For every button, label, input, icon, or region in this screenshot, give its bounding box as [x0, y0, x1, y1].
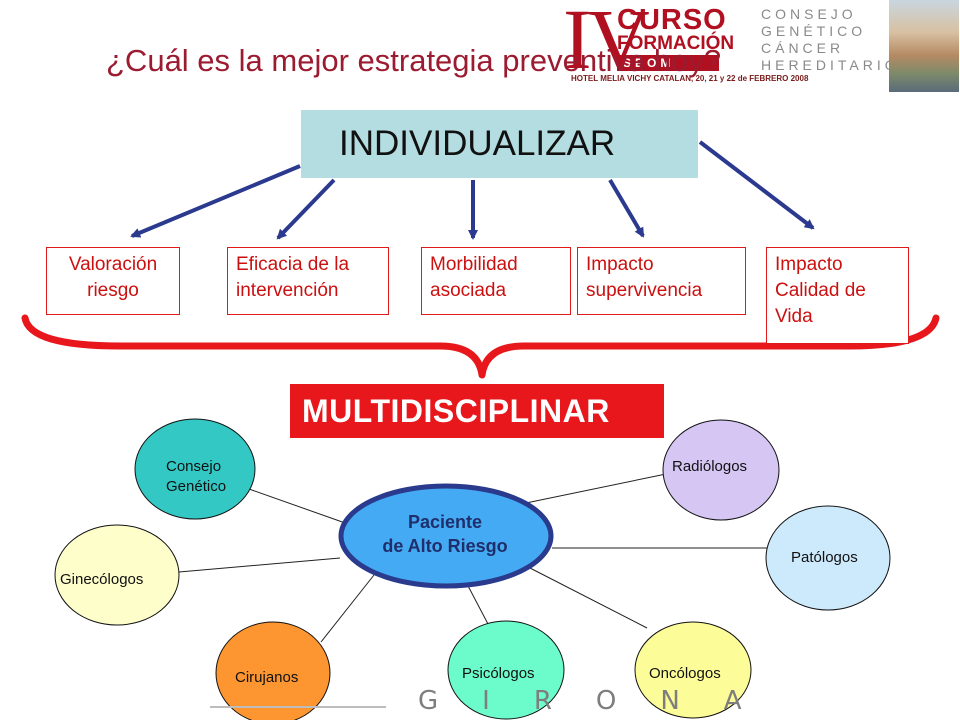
logo-line-curso: CURSO	[617, 4, 727, 36]
link-consejo	[248, 488, 349, 525]
label-psicologos: Psicólogos	[462, 665, 535, 682]
outcome-valoracion-riesgo: Valoración riesgo	[46, 247, 180, 315]
outcome-line: asociada	[430, 280, 507, 301]
outcome-line: riesgo	[87, 280, 139, 301]
link-radiologos	[525, 473, 667, 504]
individualizar-box: INDIVIDUALIZAR	[301, 110, 698, 178]
arrow-to-supervivencia	[608, 178, 645, 238]
ellipse-oncologos	[634, 621, 752, 719]
outcome-line: supervivencia	[586, 280, 703, 301]
label-ginecologos: Ginecólogos	[60, 571, 144, 588]
link-cirujanos	[320, 574, 375, 643]
multidisciplinar-box: MULTIDISCIPLINAR	[290, 384, 664, 438]
ellipse-consejo	[134, 418, 256, 520]
label-line: Genético	[166, 478, 227, 495]
logo-right-line: CONSEJO	[761, 6, 857, 22]
logo-right-line: CÁNCER	[761, 40, 845, 56]
individualizar-label: INDIVIDUALIZAR	[339, 124, 616, 163]
ellipse-cirujanos	[215, 621, 331, 720]
ellipse-psicologos	[447, 620, 565, 720]
arrow-to-valoracion	[130, 164, 301, 238]
arrow-to-eficacia	[276, 178, 336, 240]
ellipse-radiologos	[662, 419, 780, 521]
label-patologos: Patólogos	[791, 549, 858, 566]
outcome-line: Calidad de	[775, 280, 866, 301]
logo-right-line: HEREDITARIO	[761, 57, 900, 73]
outcome-line: intervención	[236, 280, 339, 301]
center-line: de Alto Riesgo	[382, 536, 508, 556]
ellipse-patologos	[765, 505, 891, 611]
outcome-supervivencia: Impacto supervivencia	[577, 247, 746, 315]
link-psicologos	[465, 581, 489, 625]
outcome-line: Impacto	[586, 254, 654, 275]
logo-venue: HOTEL MELIA VICHY CATALAN, 20, 21 y 22 d…	[571, 74, 809, 83]
link-oncologos	[529, 567, 648, 629]
logo-line-seom: SEOM	[623, 56, 675, 70]
outcome-calidad-vida: Impacto Calidad de Vida	[766, 247, 909, 344]
outcome-line: Impacto	[775, 254, 843, 275]
outcome-eficacia: Eficacia de la intervención	[227, 247, 389, 315]
slide-title: ¿Cuál es la mejor estrategia preventiva …	[106, 43, 722, 78]
outcome-line: Valoración	[68, 254, 158, 275]
logo-right-line: GENÉTICO	[761, 23, 867, 39]
label-cirujanos: Cirujanos	[235, 669, 299, 686]
ellipse-center	[338, 483, 554, 589]
multidisciplinar-label: MULTIDISCIPLINAR	[302, 393, 610, 429]
arrow-to-calidad	[698, 140, 815, 230]
logo-photo	[889, 0, 959, 92]
outcome-line: Vida	[775, 306, 813, 327]
outcome-morbilidad: Morbilidad asociada	[421, 247, 571, 315]
logo-band: SEOM	[617, 55, 719, 71]
label-radiologos: Radiólogos	[672, 458, 748, 475]
footer-girona: GIRONA	[418, 686, 786, 716]
footer-rule	[210, 706, 386, 708]
label-oncologos: Oncólogos	[649, 665, 721, 682]
outcome-line: Morbilidad	[430, 254, 518, 275]
label-consejo-genetico: Consejo Genético	[166, 457, 226, 497]
outcome-line: Eficacia de la	[236, 254, 350, 275]
center-patient-label: Paciente de Alto Riesgo	[340, 510, 550, 558]
logo-right-text: CONSEJO GENÉTICO CÁNCER HEREDITARIO	[761, 6, 900, 74]
course-logo: IV CURSO FORMACIÓN SEOM HOTEL MELIA VICH…	[553, 0, 960, 104]
ellipse-ginecologos	[54, 524, 180, 626]
center-line: Paciente	[407, 512, 483, 532]
link-ginecologos	[178, 557, 341, 573]
logo-line-formacion: FORMACIÓN	[617, 33, 735, 54]
label-line: Consejo	[166, 458, 222, 475]
